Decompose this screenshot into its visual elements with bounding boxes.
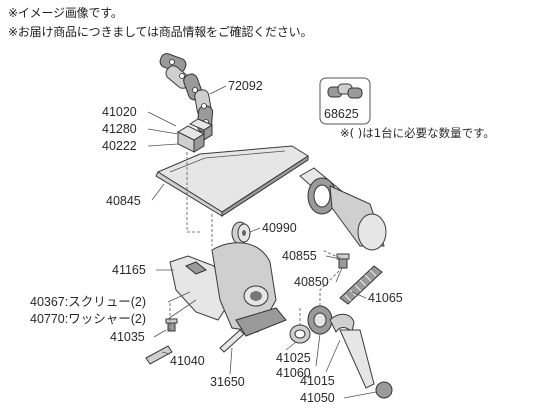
main-body-41165 [169, 242, 287, 337]
image-notice: ※イメージ画像です。 [8, 6, 123, 20]
jaw-block [176, 118, 214, 153]
product-info-notice: ※お届け商品につきましては商品情報をご確認ください。 [8, 25, 313, 39]
part-label-40770: 40770:ワッシャー(2) [30, 312, 146, 326]
part-label-41020: 41020 [102, 105, 137, 119]
side-arm-40855 [299, 167, 387, 251]
chain-68625-box [319, 77, 371, 125]
part-label-31650: 31650 [210, 375, 245, 389]
part-label-72092: 72092 [228, 79, 263, 93]
part-label-40990: 40990 [262, 221, 297, 235]
part-label-40845: 40845 [106, 194, 141, 208]
part-label-40855: 40855 [282, 249, 317, 263]
screw-41035 [165, 318, 178, 332]
part-label-68625: 68625 [324, 107, 359, 121]
screw-40850 [336, 253, 350, 269]
part-label-40367: 40367:スクリュー(2) [30, 295, 146, 309]
part-label-41060: 41060 [276, 366, 311, 380]
pin-41040 [145, 345, 173, 365]
washer-41025 [289, 324, 311, 344]
handle-41015 [329, 313, 393, 399]
part-label-41280: 41280 [102, 122, 137, 136]
tray-40845 [155, 145, 309, 217]
part-label-41035: 41035 [110, 330, 145, 344]
part-label-41065: 41065 [368, 291, 403, 305]
part-label-41015: 41015 [300, 374, 335, 388]
part-label-41165: 41165 [112, 263, 146, 277]
quantity-note: ※( )は1台に必要な数量です。 [340, 126, 495, 140]
part-label-40222: 40222 [102, 139, 137, 153]
pin-31650 [219, 329, 245, 353]
part-label-41050: 41050 [300, 391, 335, 405]
spring-41065 [339, 265, 383, 305]
sprocket-41060 [307, 305, 333, 335]
roller-40990 [231, 221, 251, 245]
part-label-41025: 41025 [276, 351, 311, 365]
part-label-40850: 40850 [294, 275, 329, 289]
part-label-41040: 41040 [170, 354, 205, 368]
chain-assembly [159, 53, 214, 133]
